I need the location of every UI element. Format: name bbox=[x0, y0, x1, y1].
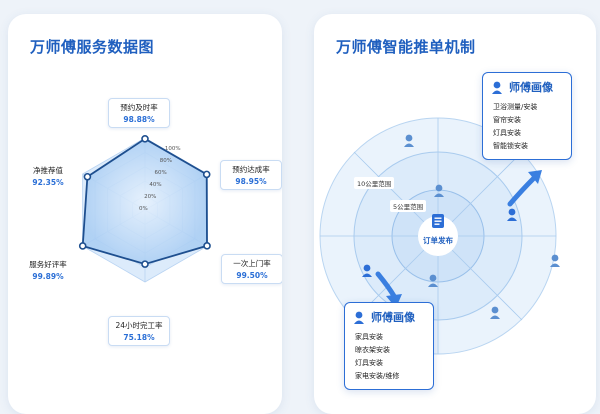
skill-list: 卫浴测量/安装 窗帘安装 灯具安装 智能锁安装 bbox=[483, 99, 571, 159]
worker-profile-header: 师傅画像 bbox=[483, 73, 571, 99]
metric-appointment-achieved: 预约达成率 98.95% bbox=[220, 160, 282, 190]
radar-tick-label: 0% bbox=[139, 206, 148, 212]
metric-name: 24小时完工率 bbox=[115, 321, 163, 330]
radar-points bbox=[78, 135, 211, 268]
radar-point bbox=[78, 242, 87, 250]
worker-profile-header: 师傅画像 bbox=[345, 303, 433, 329]
radar-point bbox=[83, 172, 92, 181]
worker-profile-top: 师傅画像 卫浴测量/安装 窗帘安装 灯具安装 智能锁安装 bbox=[482, 72, 572, 160]
skill-item: 卫浴测量/安装 bbox=[493, 103, 538, 111]
radar-tick-label: 20% bbox=[144, 193, 157, 200]
curved-arrow-icon bbox=[507, 170, 542, 207]
order-publish-label: 订单发布 bbox=[423, 236, 453, 245]
skill-item: 窗帘安装 bbox=[493, 116, 521, 124]
metric-value: 99.89% bbox=[32, 272, 64, 281]
person-icon bbox=[550, 254, 560, 267]
person-icon bbox=[404, 134, 414, 147]
radar-chart bbox=[78, 135, 211, 283]
skill-item: 家具安装 bbox=[355, 333, 383, 341]
person-icon bbox=[492, 81, 502, 94]
radar-point bbox=[141, 260, 149, 268]
dispatch-mechanism-title: 万师傅智能推单机制 bbox=[336, 38, 476, 56]
worker-icons bbox=[362, 134, 560, 319]
metric-24h-completion: 24小时完工率 75.18% bbox=[108, 316, 170, 346]
person-icon bbox=[507, 208, 517, 221]
radar-point bbox=[202, 170, 211, 179]
metric-name: 净推荐值 bbox=[33, 166, 63, 175]
metric-name: 预约达成率 bbox=[232, 165, 270, 174]
metric-net-promoter: 净推荐值 92.35% bbox=[18, 162, 78, 190]
radar-point bbox=[203, 242, 211, 250]
radar-tick-label: 80% bbox=[159, 157, 172, 164]
worker-profile-bottom: 师傅画像 家具安装 晾衣架安装 灯具安装 家电安装/维修 bbox=[344, 302, 434, 390]
order-publish-node: 订单发布 bbox=[420, 213, 456, 246]
radar-point bbox=[141, 135, 149, 143]
metric-value: 98.95% bbox=[235, 177, 267, 186]
service-data-title: 万师傅服务数据图 bbox=[30, 38, 155, 56]
skill-item: 智能锁安装 bbox=[493, 142, 528, 150]
metric-value: 98.88% bbox=[123, 115, 155, 124]
metric-positive-review: 服务好评率 99.89% bbox=[18, 256, 78, 284]
skill-item: 灯具安装 bbox=[355, 359, 383, 367]
person-icon bbox=[354, 311, 364, 324]
service-data-card: 万师傅服务数据图 100% 80% 60% 40% 20% 0% 预约及时率 98.88%… bbox=[8, 14, 282, 414]
radar-area bbox=[81, 137, 208, 266]
skill-item: 家电安装/维修 bbox=[355, 372, 400, 380]
skill-item: 灯具安装 bbox=[493, 129, 521, 137]
metric-first-visit: 一次上门率 99.50% bbox=[221, 254, 282, 284]
radar-tick-label: 40% bbox=[149, 181, 162, 188]
metric-value: 75.18% bbox=[123, 333, 155, 342]
person-icon bbox=[362, 264, 372, 277]
person-icon bbox=[490, 306, 500, 319]
person-icon bbox=[428, 274, 438, 287]
worker-profile-title: 师傅画像 bbox=[371, 311, 415, 324]
worker-profile-title: 师傅画像 bbox=[509, 81, 553, 94]
radar-tick-label: 100% bbox=[164, 145, 181, 152]
metric-name: 预约及时率 bbox=[120, 103, 158, 112]
metric-appointment-timely: 预约及时率 98.88% bbox=[108, 98, 170, 128]
center-disc bbox=[418, 216, 458, 256]
inner-range-label: 5公里范围 bbox=[390, 200, 427, 212]
curved-arrow-icon bbox=[375, 271, 402, 308]
outer-range-label: 10公里范围 bbox=[354, 177, 395, 189]
metric-name: 服务好评率 bbox=[29, 260, 67, 269]
metric-value: 92.35% bbox=[32, 178, 64, 187]
dispatch-mechanism-card: 万师傅智能推单机制 10公 bbox=[314, 14, 596, 414]
metric-name: 一次上门率 bbox=[233, 259, 271, 268]
skill-item: 晾衣架安装 bbox=[355, 346, 390, 354]
radar-tick-label: 60% bbox=[154, 169, 167, 176]
document-icon bbox=[432, 214, 444, 228]
skill-list: 家具安装 晾衣架安装 灯具安装 家电安装/维修 bbox=[345, 329, 433, 389]
person-icon bbox=[434, 184, 444, 197]
metric-value: 99.50% bbox=[236, 271, 268, 280]
